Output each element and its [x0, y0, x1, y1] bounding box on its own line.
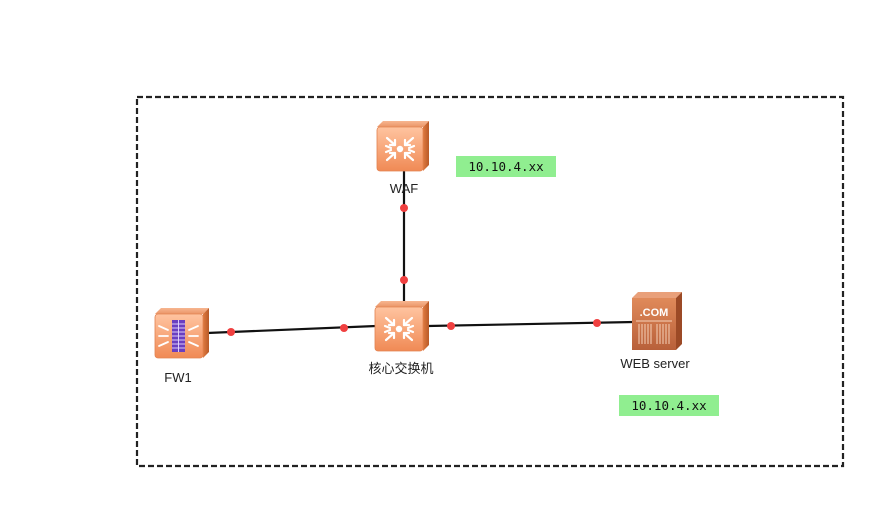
- port-markers: [227, 204, 601, 336]
- web-server-icon: .COM: [632, 292, 682, 350]
- layer3-switch-icon: [374, 301, 429, 352]
- node-waf[interactable]: WAF: [376, 121, 429, 196]
- ip-text-waf: 10.10.4.xx: [468, 159, 544, 174]
- firewall-icon: [154, 308, 209, 359]
- port-core-up: [400, 276, 408, 284]
- layer3-switch-icon: [376, 121, 429, 172]
- port-waf-down: [400, 204, 408, 212]
- port-fw1-right: [227, 328, 235, 336]
- port-web-left: [593, 319, 601, 327]
- link-core-web[interactable]: [427, 320, 635, 328]
- node-core-switch[interactable]: 核心交换机: [368, 301, 434, 377]
- ip-annotation-web: 10.10.4.xx: [619, 395, 719, 416]
- network-boundary: [135, 95, 845, 468]
- node-label-waf: WAF: [390, 181, 418, 196]
- ip-text-web: 10.10.4.xx: [631, 398, 707, 413]
- port-core-left: [340, 324, 348, 332]
- web-server-icon-text: .COM: [640, 307, 669, 319]
- node-label-core-switch: 核心交换机: [368, 361, 433, 377]
- node-fw1[interactable]: FW1: [154, 308, 209, 385]
- node-label-fw1: FW1: [164, 370, 191, 385]
- port-core-right: [447, 322, 455, 330]
- node-web-server[interactable]: .COM WEB server: [620, 292, 690, 371]
- ip-annotation-waf: 10.10.4.xx: [456, 156, 556, 177]
- node-label-web-server: WEB server: [620, 356, 690, 371]
